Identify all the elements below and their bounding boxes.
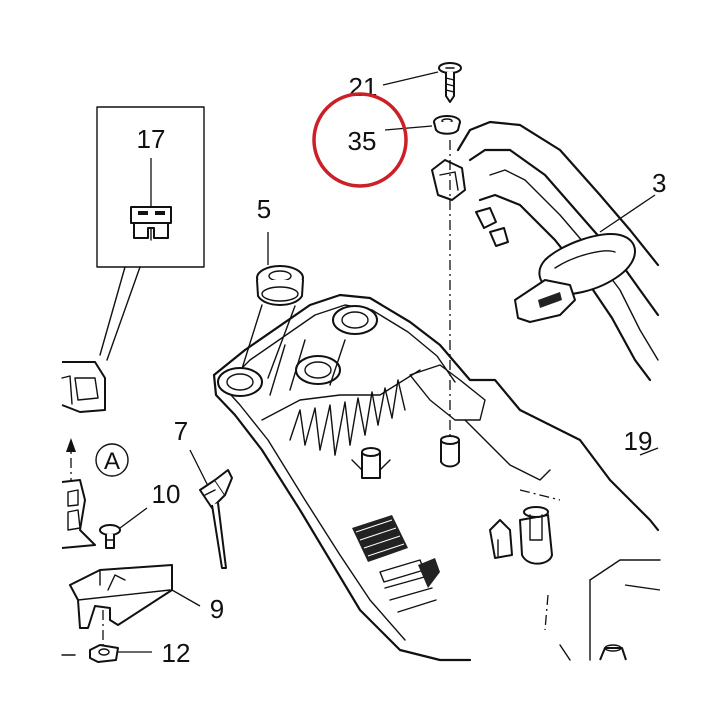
highlight-circle-35 (312, 92, 408, 188)
post-pair-right (489, 506, 553, 565)
callout-10: 10 (152, 479, 181, 509)
label-sticker-grid (352, 515, 408, 562)
callout-9: 9 (210, 594, 224, 624)
callout-19: 19 (624, 426, 653, 456)
label-sticker-text (379, 558, 440, 613)
callout-35: 35 (348, 126, 377, 156)
callout-17: 17 (137, 124, 166, 154)
nut-part-12 (89, 644, 152, 663)
leader-21 (382, 71, 439, 86)
deck-recess (409, 364, 486, 421)
washer-part-35 (384, 115, 461, 135)
handle-part-3 (456, 120, 660, 382)
leader-19 (639, 447, 659, 456)
deck-ribs (261, 339, 421, 456)
callout-5: 5 (257, 194, 271, 224)
fuse-part (130, 206, 172, 241)
left-housing-fragment (61, 361, 106, 413)
detail-marker-letter: A (104, 448, 120, 475)
detail-marker-a: A (95, 443, 129, 477)
leader-9 (171, 589, 201, 607)
leader-7 (189, 449, 211, 491)
screw-part-21 (382, 62, 462, 103)
leader-35 (384, 125, 433, 131)
deck-hole-right (332, 305, 378, 335)
handle-cap (431, 159, 466, 201)
inset-pointer-left (99, 266, 126, 356)
inset-frame (96, 106, 205, 268)
callout-7: 7 (174, 416, 188, 446)
deck-hole-middle (295, 355, 341, 385)
cable-tie-part-7 (189, 449, 233, 569)
deck-post-right (440, 435, 460, 468)
inset-box-part-17 (96, 106, 205, 361)
callout-3: 3 (652, 168, 666, 198)
deck-boss (351, 447, 391, 479)
callout-12: 12 (162, 638, 191, 668)
left-bracket-assembly (61, 479, 96, 549)
leader-10 (119, 507, 148, 529)
grommet-part-5 (239, 232, 304, 379)
main-housing (212, 293, 661, 662)
leader-3 (599, 194, 656, 233)
deck-hole-left (217, 367, 263, 397)
inset-pointer-right (106, 266, 141, 361)
bracket-part-9 (69, 564, 201, 629)
screw-part-10 (99, 507, 148, 549)
